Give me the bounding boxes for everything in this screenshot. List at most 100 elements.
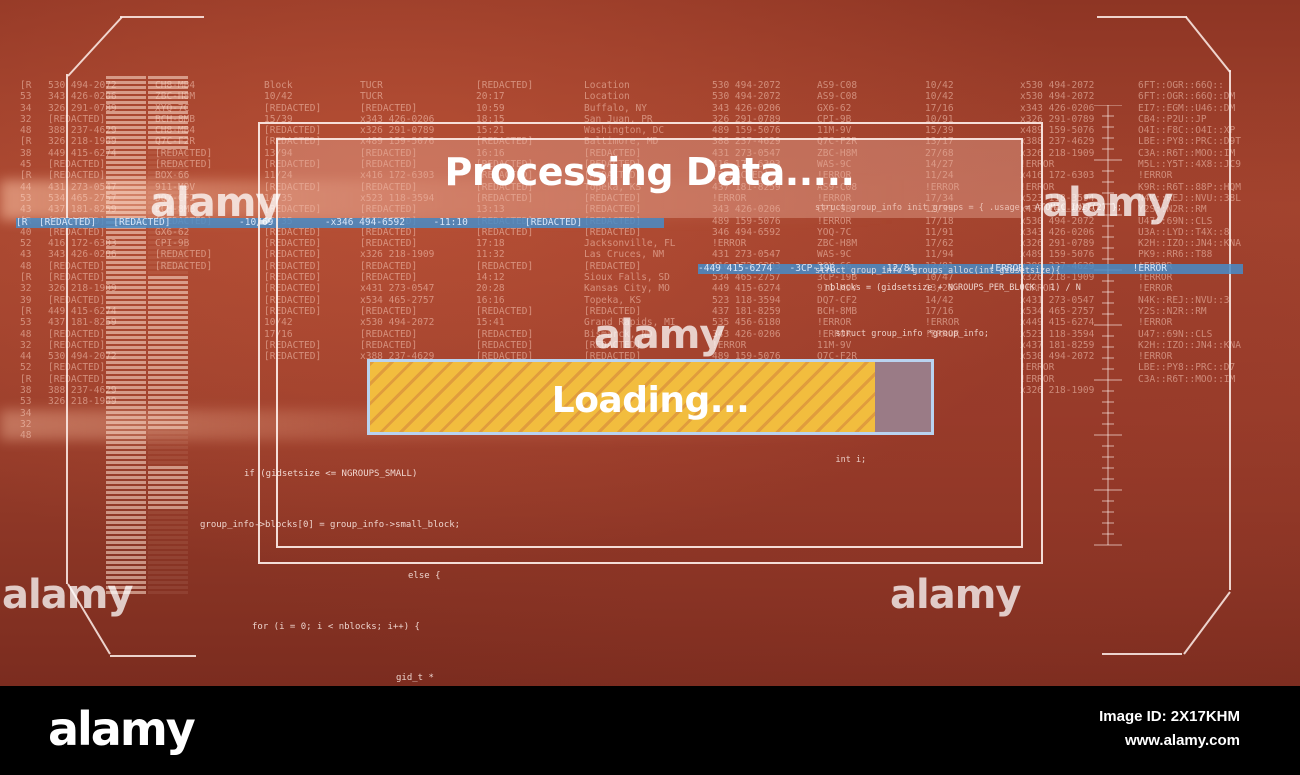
data-cell: BCH-8MB [817, 305, 858, 317]
data-cell: AS9-C08 [817, 91, 858, 103]
bar-meter-segment [148, 81, 188, 84]
bar-meter-segment [106, 136, 146, 139]
bar-meter-segment [106, 401, 146, 404]
hud-bracket [110, 655, 196, 657]
bar-meter-segment [148, 191, 188, 194]
background-data-table: [R53343248[R3845[R445343[R40524348[R3239… [20, 80, 1290, 620]
bar-meter-segment [148, 441, 188, 444]
data-cell: 34 [20, 102, 32, 114]
data-cell: !ERROR [1020, 181, 1055, 193]
data-cell: 489 159-5076 [712, 215, 781, 227]
bar-meter-segment [148, 411, 188, 414]
data-cell: 10/42 [925, 80, 954, 91]
bar-meter-segment [148, 136, 188, 139]
bar-meter-segment [148, 231, 188, 234]
code-line: struct group_info *group_info; [815, 329, 989, 339]
data-cell: [REDACTED] [712, 170, 770, 182]
bar-meter-segment [148, 161, 188, 164]
data-cell: [REDACTED] [476, 305, 534, 317]
data-cell: x530 494-2072 [1020, 215, 1095, 227]
bar-meter-segment [148, 356, 188, 359]
data-cell: x416 172-6303 [1020, 170, 1095, 182]
data-cell: x449 415-6274 [1020, 317, 1095, 329]
code-line: for (i = 0; i < nblocks; i++) { [252, 622, 420, 632]
data-cell: [REDACTED] [48, 260, 106, 272]
data-cell: [REDACTED] [360, 159, 418, 171]
data-cell: 53 [20, 396, 32, 408]
data-cell: Y2S::N2R::RM [1138, 204, 1207, 216]
data-cell: x530 494-2072 [1020, 91, 1095, 103]
data-cell: TUCR [360, 91, 383, 103]
data-cell: [REDACTED] [264, 226, 322, 238]
data-cell: 326 291-0789 [48, 102, 117, 114]
data-cell: !ERROR [712, 192, 747, 204]
bar-meter-segment [148, 321, 188, 324]
data-cell: 343 426-0206 [48, 91, 117, 103]
data-cell: !ERROR [925, 317, 960, 329]
data-cell: 48 [20, 260, 32, 272]
data-cell: [REDACTED] [476, 351, 534, 363]
data-cell: 911-M9V [817, 283, 858, 295]
data-cell: 535 456-6180 [712, 317, 781, 329]
bar-meter-segment [148, 96, 188, 99]
bar-meter-segment [148, 281, 188, 284]
bar-meter-segment [148, 121, 188, 124]
bar-meter-segment [106, 341, 146, 344]
data-cell: 10/42 [264, 317, 293, 329]
bar-meter-segment [106, 76, 146, 79]
data-cell: 15:21 [476, 125, 505, 137]
data-cell: 17/16 [925, 102, 954, 114]
bar-meter-segment [148, 581, 188, 584]
hud-bracket [1102, 653, 1182, 655]
data-cell: x523 118-3594 [360, 192, 435, 204]
data-cell: 48 [20, 125, 32, 137]
bar-meter-segment [106, 251, 146, 254]
progress-label: Loading... [551, 380, 750, 421]
data-cell: 911-M9V [155, 181, 196, 193]
data-cell: 17/62 [925, 238, 954, 250]
data-cell: O4I::F8C::O4I::XP [1138, 125, 1236, 137]
data-cell: K2H::IZO::JN4::KNA [1138, 339, 1241, 351]
data-cell: [REDACTED] [48, 226, 106, 238]
bar-meter-segment [106, 351, 146, 354]
bar-meter-segment [148, 296, 188, 299]
data-cell: 11M-9V [817, 339, 852, 351]
data-cell: [R [20, 170, 32, 182]
bar-meter-segment [148, 181, 188, 184]
bar-meter-segment [106, 536, 146, 539]
data-cell: 18:15 [476, 113, 505, 125]
bar-meter-segment [148, 291, 188, 294]
data-cell: [REDACTED] [48, 272, 106, 284]
data-cell: [REDACTED] [48, 170, 106, 182]
data-cell: ZBC-H8M [817, 238, 858, 250]
watermark: alamy [2, 572, 133, 618]
bar-meter-segment [148, 351, 188, 354]
bar-meter-segment [148, 131, 188, 134]
data-cell: [REDACTED] [476, 226, 534, 238]
bar-meter-segment [148, 546, 188, 549]
bar-meter-segment [148, 331, 188, 334]
panel-inner-frame [276, 138, 1023, 548]
data-cell: !ERROR [1138, 317, 1173, 329]
bar-meter-segment [148, 171, 188, 174]
data-cell: [REDACTED] [584, 351, 642, 363]
bar-meter-segment [106, 291, 146, 294]
data-cell: x388 237-4629 [1020, 136, 1095, 148]
data-cell: 437 181-8259 [48, 317, 117, 329]
bar-meter-segment [148, 526, 188, 529]
bar-meter-segment [106, 581, 146, 584]
bar-meter-segment [106, 256, 146, 259]
data-cell: x489 159-5076 [1020, 249, 1095, 261]
bar-meter-segment [148, 561, 188, 564]
bar-meter-segment [106, 171, 146, 174]
data-cell: [REDACTED] [264, 351, 322, 363]
data-cell: [REDACTED] [360, 226, 418, 238]
data-cell: 534 465-2757 [712, 272, 781, 284]
bar-meter-segment [106, 361, 146, 364]
data-cell: [R [20, 305, 32, 317]
bar-meter-segment [106, 196, 146, 199]
data-cell: [REDACTED] [264, 102, 322, 114]
bar-meter-segment [106, 131, 146, 134]
